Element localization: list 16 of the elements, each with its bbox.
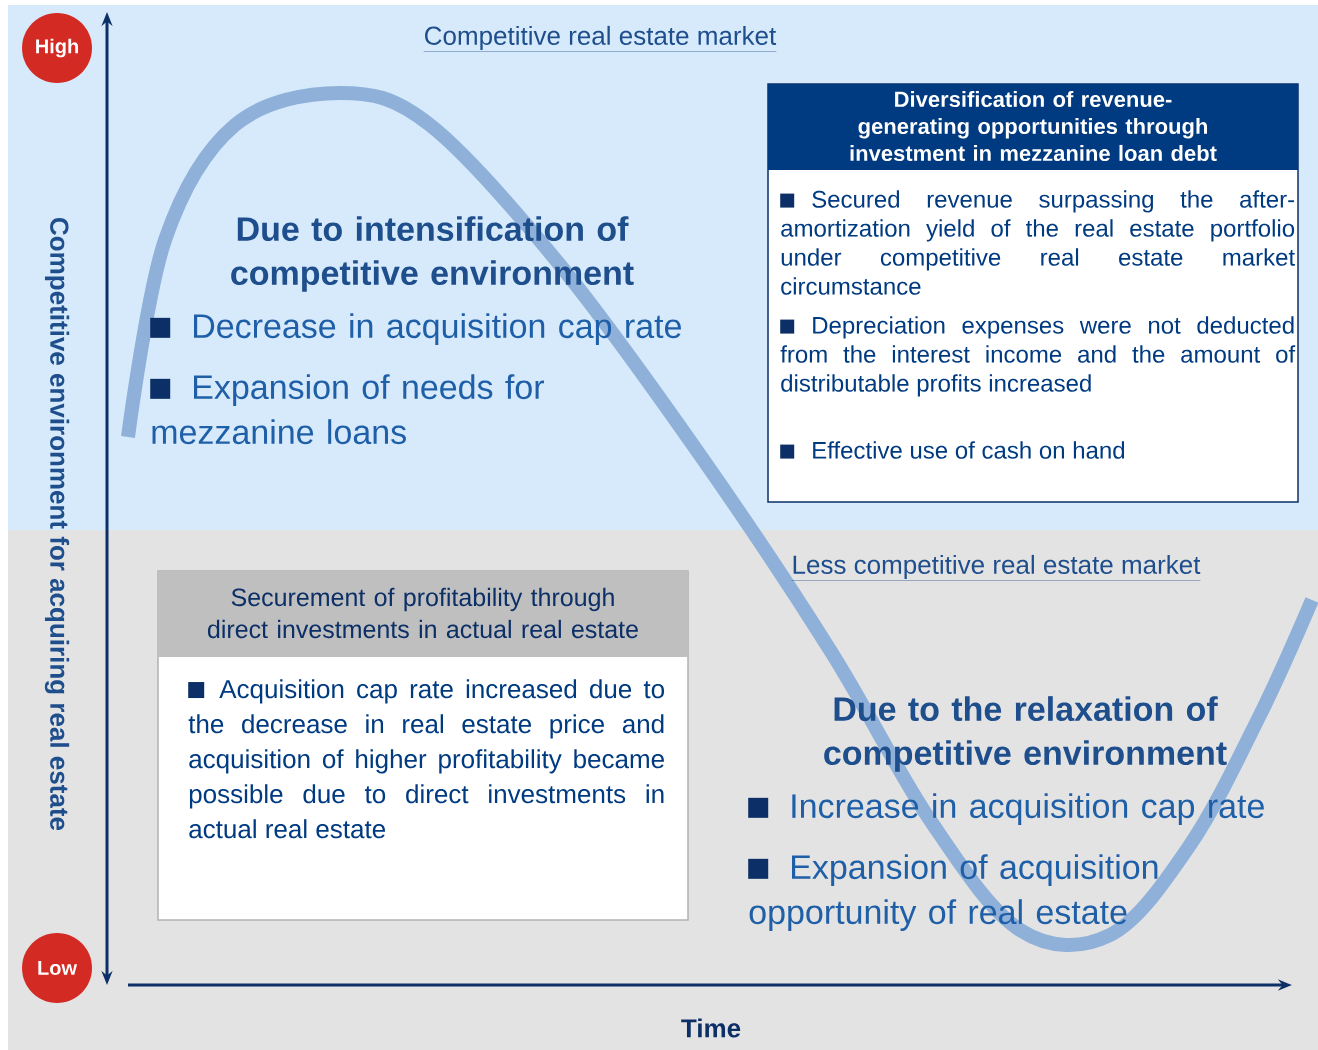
heading: Due to the relaxation of competitive environment — [824, 696, 1227, 772]
bullet-item: Acquisition cap rate increased due to the decrease in real estate price and acquisition of higher profitability became possible due to direct investments in actual real estate — [188, 679, 665, 839]
text-box: Securement of profitability through direct investments in actual real estate Acquisition cap rate increased due to the decrease in real estate price and acquisition of higher profitability became possible due to direct investments in actual real estate — [157, 570, 689, 921]
heading: Due to intensification of competitive environment — [231, 216, 634, 292]
market-label: Less competitive real estate market — [791, 554, 1201, 581]
bullet-item: Effective use of cash on hand — [780, 441, 1125, 459]
bullet-item: Expansion of acquisition opportunity of real estate — [748, 854, 1158, 931]
bullet-item: Secured revenue surpassing the after-amortization yield of the real estate portfolio under competitive real estate market circumstance — [780, 190, 1295, 295]
market-label: Competitive real estate market — [423, 25, 777, 52]
axis-label: Time — [681, 1018, 741, 1038]
bullet-item: Decrease in acquisition cap rate — [150, 313, 681, 345]
bullet-item: Depreciation expenses were not deducted from the interest income and the amount of distributable profits increased — [780, 316, 1296, 397]
axis-label: Competitive environment for acquiring real estate — [44, 218, 70, 831]
bullet-item: Expansion of needs for mezzanine loans — [150, 374, 544, 445]
bullet-item: Increase in acquisition cap rate — [748, 793, 1264, 825]
text-box: Diversification of revenue-generating opportunities through investment in mezzanine loan debt Secured revenue surpassing the after-amortization yield of the real estate portfolio under competitive real estate market circumstance Depreciation expenses were not deducted from the interest income and the amount of distributable profits increased Effective use of cash on hand — [767, 83, 1299, 503]
